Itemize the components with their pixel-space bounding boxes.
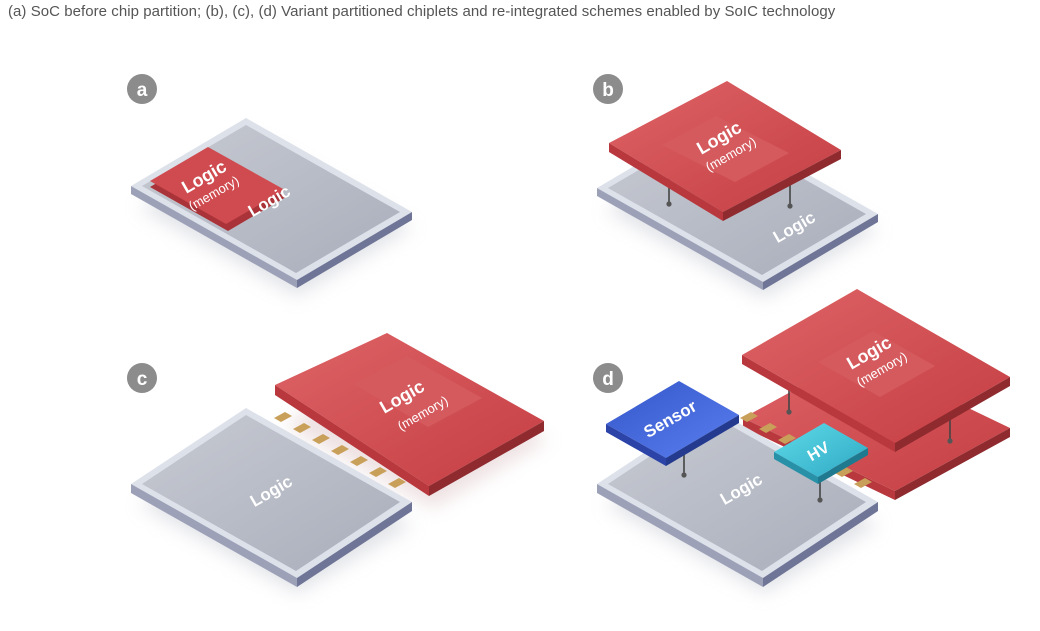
memory-chiplet-c <box>275 333 544 496</box>
panel-c: c Logic (memory) Logic <box>127 333 548 593</box>
figure-caption: (a) SoC before chip partition; (b), (c),… <box>8 3 836 20</box>
badge-a-label: a <box>137 80 148 101</box>
panel-a: a Logic (memory) Logic <box>127 74 412 296</box>
badge-c-label: c <box>137 369 148 390</box>
panel-d: d <box>593 289 1010 593</box>
memory-chiplet-b <box>609 81 841 221</box>
badge-a <box>127 74 157 104</box>
sensor-chiplet <box>606 381 739 466</box>
hybrid-bonds-c <box>274 412 406 488</box>
memory-chiplet-d-upper <box>742 289 1010 452</box>
hv-chiplet <box>774 423 868 484</box>
badge-d <box>593 363 623 393</box>
logic-die-c <box>131 408 412 587</box>
memory-region-a <box>150 147 286 231</box>
badge-b-label: b <box>602 80 614 101</box>
panel-b: b Logic (memory) Logic <box>593 74 878 298</box>
badge-b <box>593 74 623 104</box>
badge-d-label: d <box>602 369 614 390</box>
badge-c <box>127 363 157 393</box>
